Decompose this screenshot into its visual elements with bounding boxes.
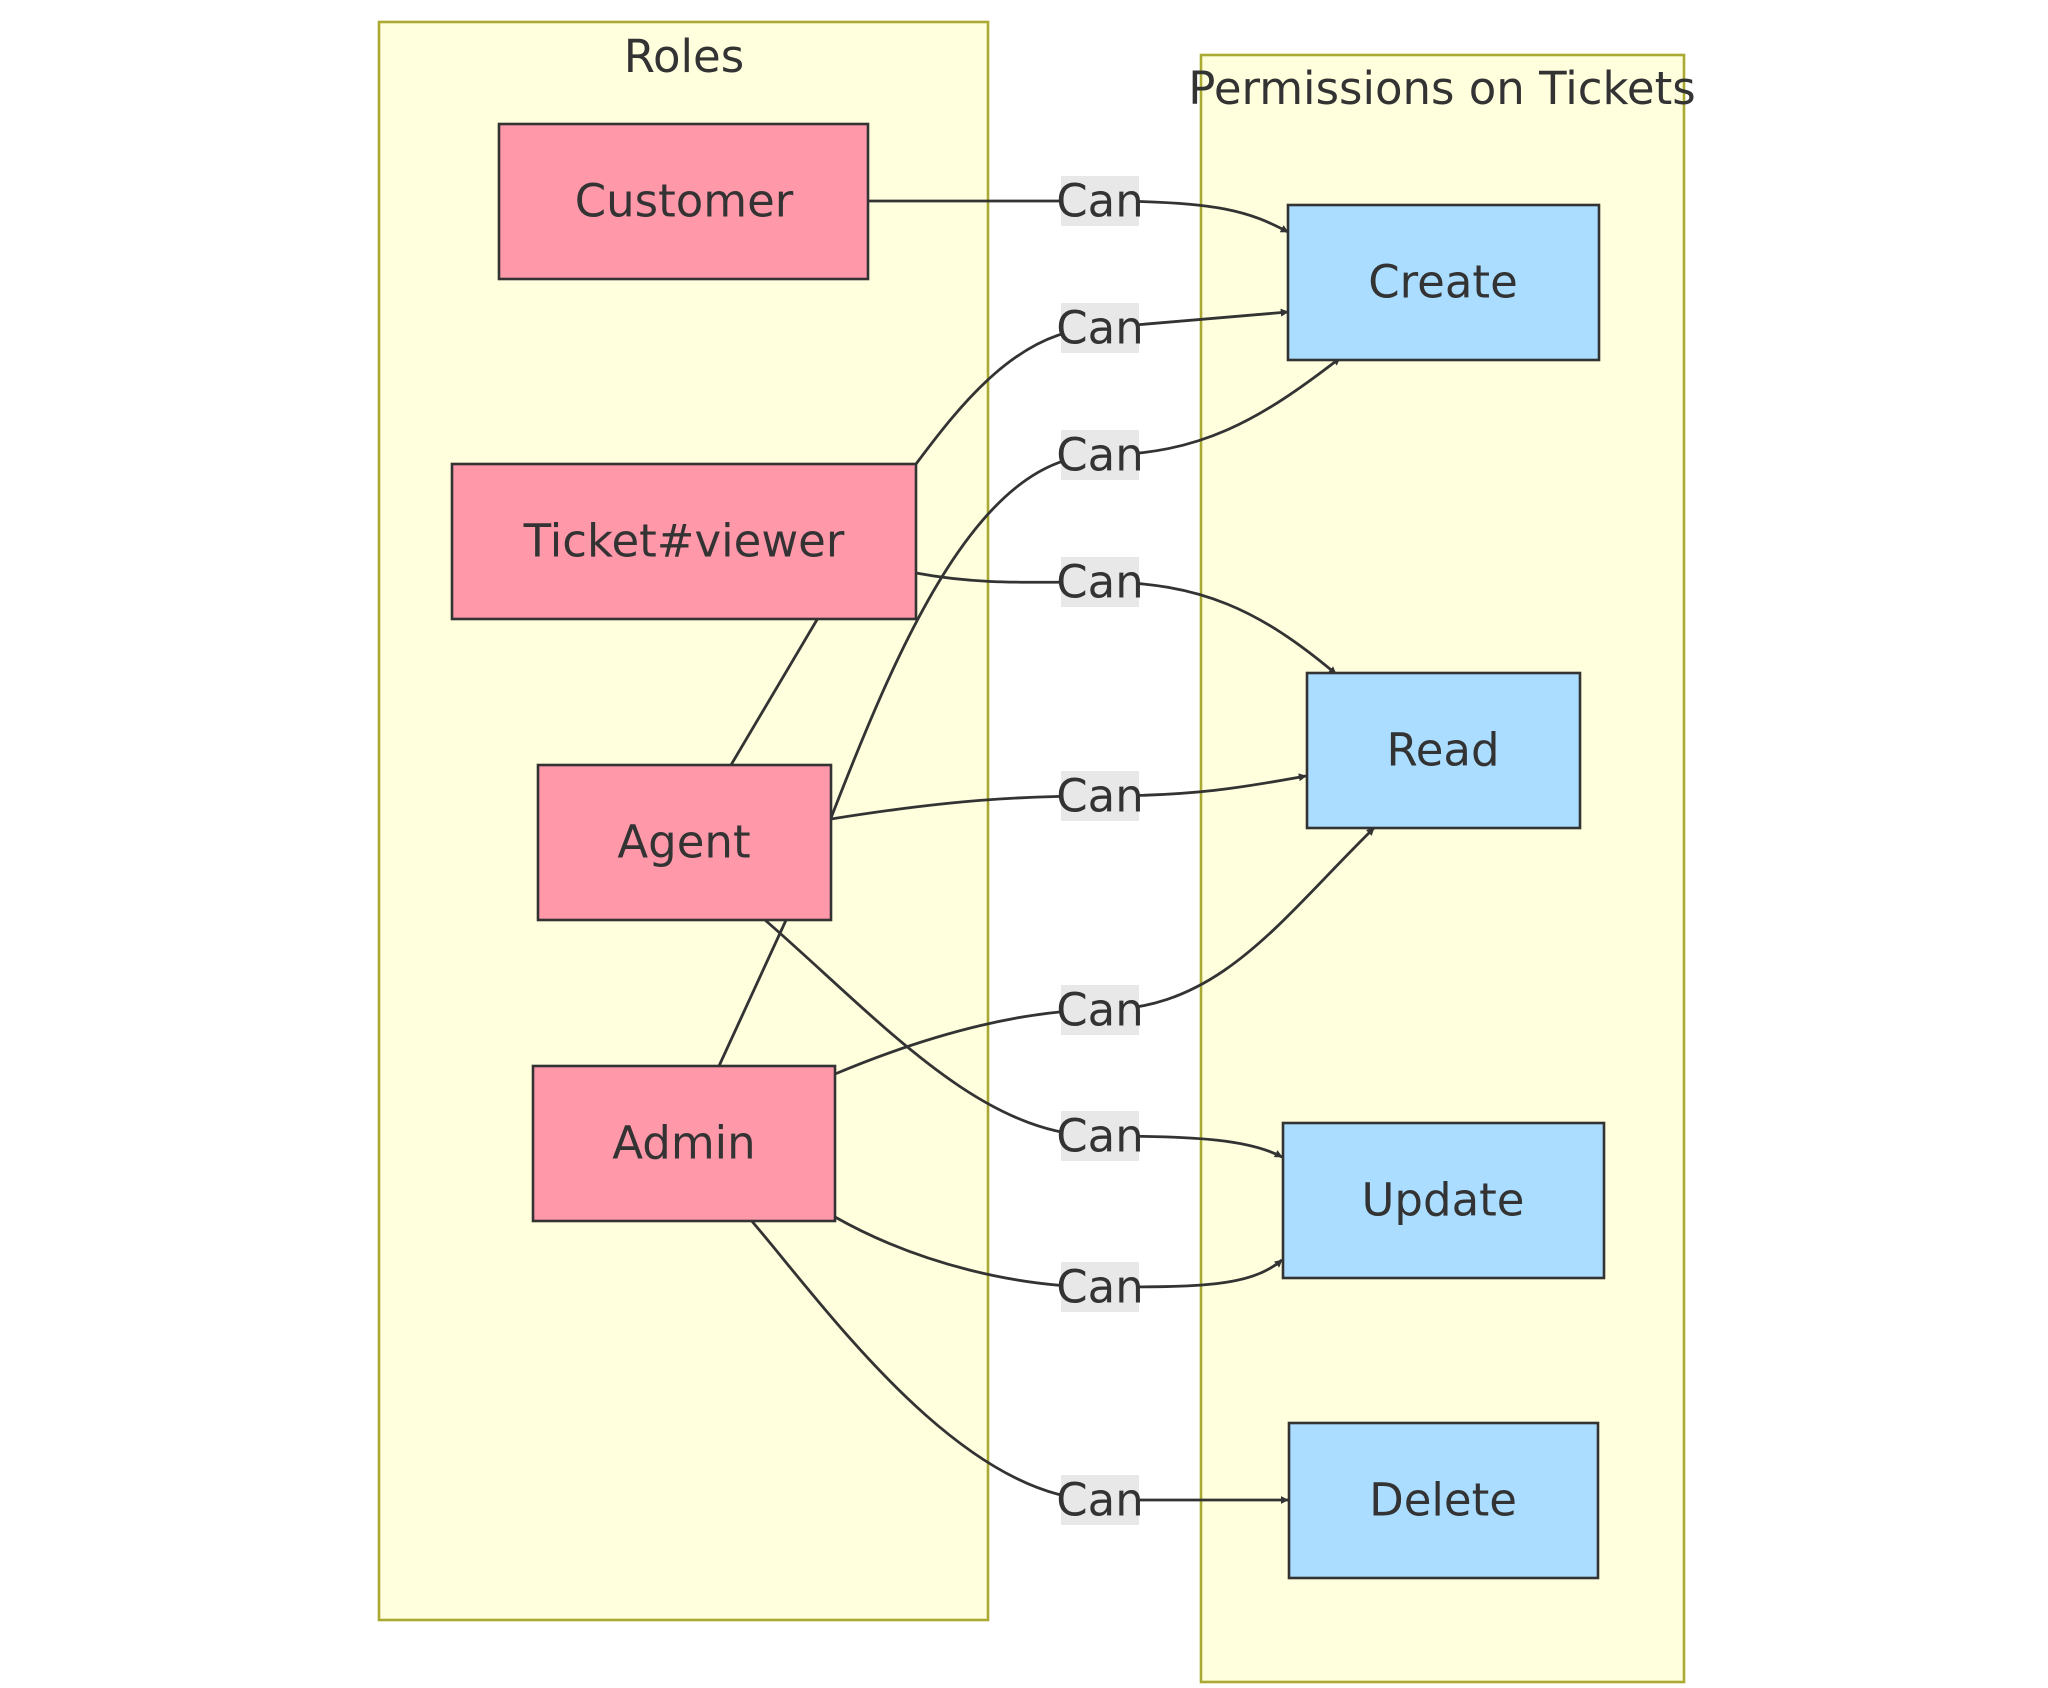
edge-label-text: Can — [1056, 556, 1144, 609]
node-delete[interactable]: Delete — [1287, 1421, 1600, 1580]
node-ticket-viewer-box — [450, 462, 918, 621]
node-delete-label: Delete — [1369, 1474, 1517, 1527]
node-customer-box — [497, 122, 870, 281]
node-update-box — [1281, 1121, 1606, 1280]
node-admin[interactable]: Admin — [531, 1064, 837, 1223]
node-create-box — [1286, 203, 1601, 362]
link-agent-admin — [717, 917, 789, 1067]
edge-label-text: Can — [1056, 175, 1144, 228]
edge-label-text: Can — [1056, 984, 1144, 1037]
edge-label-bg — [1061, 557, 1139, 607]
role-nodes: Customer Ticket#viewer Agent Admin — [450, 122, 918, 1223]
edge-label-admin-delete: Can — [1056, 1474, 1144, 1527]
permissions-cluster-title: Permissions on Tickets — [1188, 62, 1695, 115]
node-create-label: Create — [1368, 256, 1518, 309]
node-update-label: Update — [1362, 1174, 1525, 1227]
edge-label-agent-create: Can — [1056, 429, 1144, 482]
edge-label-admin-update: Can — [1056, 1261, 1144, 1314]
roles-cluster-title: Roles — [624, 30, 744, 83]
role-links — [717, 617, 820, 1067]
edge-label-agent-read: Can — [1056, 770, 1144, 823]
edge-label-bg — [1061, 303, 1139, 353]
link-ticket-viewer-agent — [729, 617, 820, 766]
edge-label-admin-read: Can — [1056, 984, 1144, 1037]
node-agent[interactable]: Agent — [536, 763, 833, 922]
node-ticket-viewer-label: Ticket#viewer — [523, 515, 845, 568]
node-create[interactable]: Create — [1286, 203, 1601, 362]
node-admin-box — [531, 1064, 837, 1223]
node-read[interactable]: Read — [1305, 671, 1582, 830]
edge-label-bg — [1061, 985, 1139, 1035]
edge-label-bg — [1061, 1262, 1139, 1312]
edge-label-bg — [1061, 430, 1139, 480]
node-customer[interactable]: Customer — [497, 122, 870, 281]
edge-label-bg — [1061, 176, 1139, 226]
edge-label-ticket-viewer-read: Can — [1056, 556, 1144, 609]
edge-admin-delete — [748, 1218, 1289, 1504]
node-update[interactable]: Update — [1281, 1121, 1606, 1280]
node-read-box — [1305, 671, 1582, 830]
edge-label-text: Can — [1056, 1110, 1144, 1163]
edge-label-customer-create: Can — [1056, 175, 1144, 228]
node-read-label: Read — [1386, 724, 1499, 777]
node-customer-label: Customer — [575, 175, 794, 228]
edge-agent-update — [764, 918, 1283, 1159]
edge-label-text: Can — [1056, 1261, 1144, 1314]
permission-nodes: Create Read Update Delete — [1281, 203, 1606, 1580]
edge-label-text: Can — [1056, 1474, 1144, 1527]
edge-label-text: Can — [1056, 429, 1144, 482]
node-agent-box — [536, 763, 833, 922]
node-ticket-viewer[interactable]: Ticket#viewer — [450, 462, 918, 621]
edge-label-bg — [1061, 771, 1139, 821]
node-delete-box — [1287, 1421, 1600, 1580]
edge-label-bg — [1061, 1475, 1139, 1525]
edge-label-text: Can — [1056, 302, 1144, 355]
node-agent-label: Agent — [617, 816, 750, 869]
edge-label-agent-update: Can — [1056, 1110, 1144, 1163]
edge-labels: Can Can Can Can Can Can Can Can — [1056, 175, 1144, 1527]
edge-label-bg — [1061, 1111, 1139, 1161]
edge-label-ticket-viewer-create: Can — [1056, 302, 1144, 355]
node-admin-label: Admin — [612, 1117, 755, 1170]
edge-label-text: Can — [1056, 770, 1144, 823]
